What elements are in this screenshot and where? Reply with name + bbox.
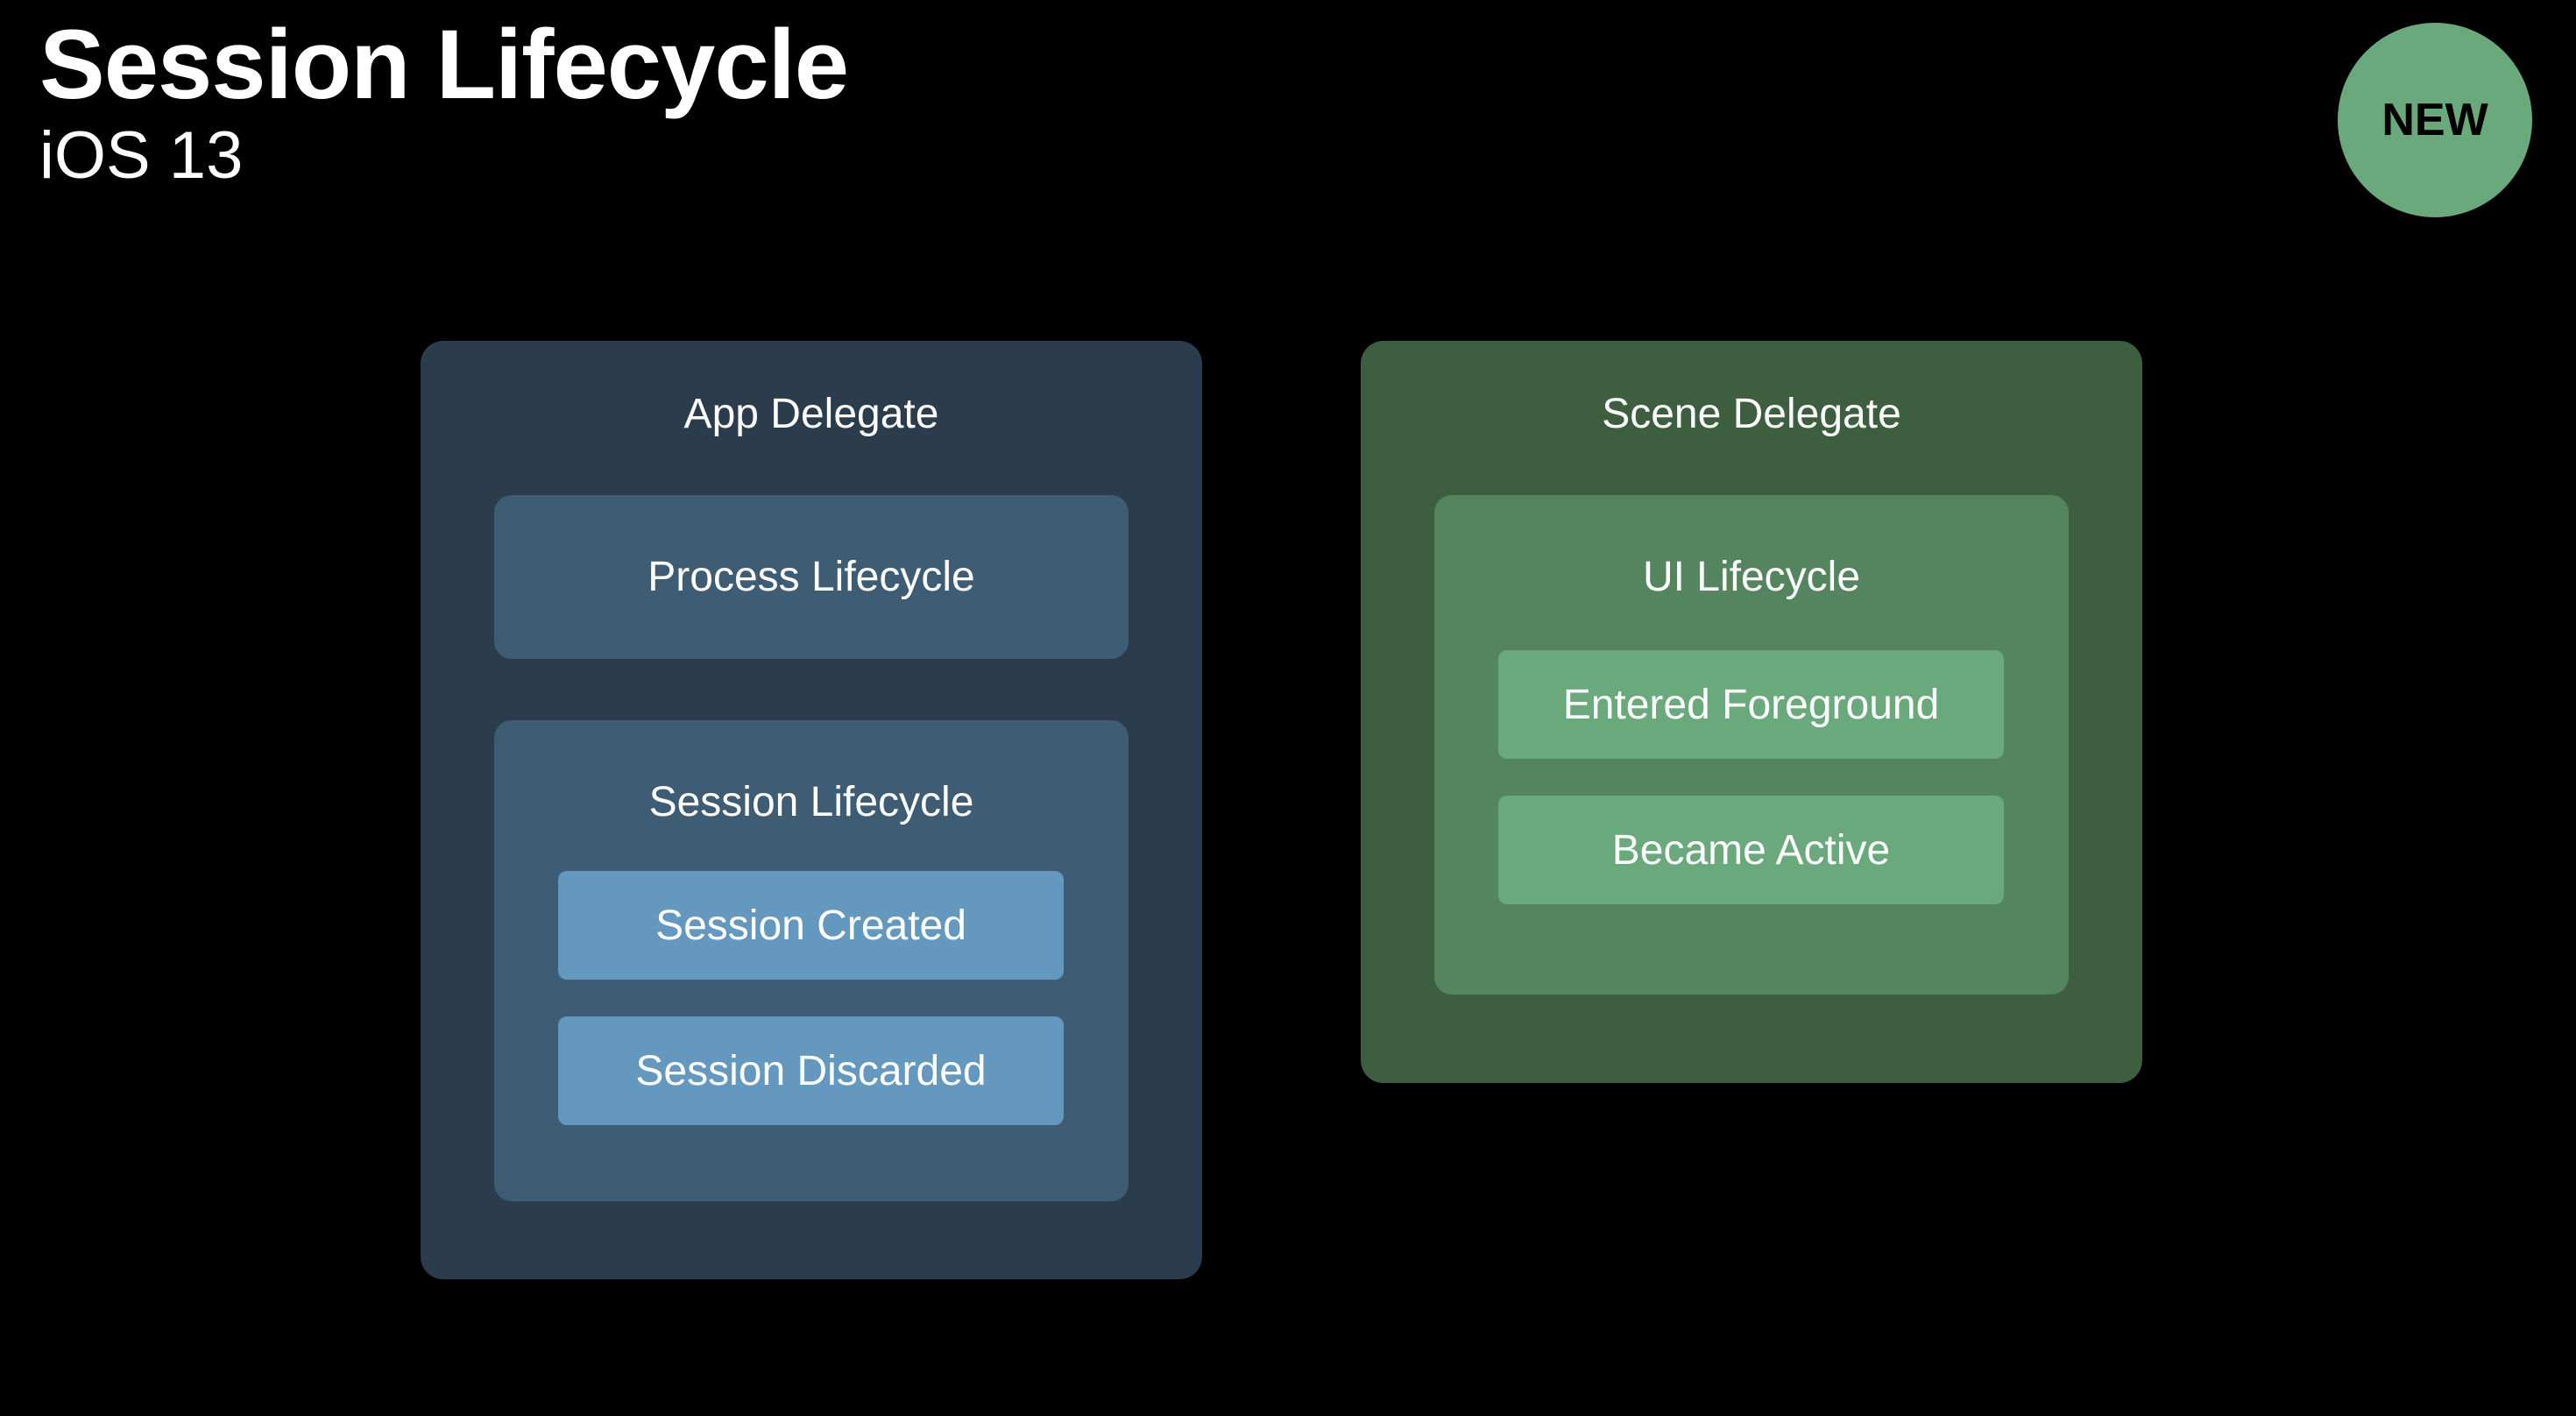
session-created-box: Session Created xyxy=(558,871,1064,980)
session-lifecycle-box: Session Lifecycle Session Created Sessio… xyxy=(494,720,1129,1201)
app-delegate-label: App Delegate xyxy=(683,391,939,437)
scene-delegate-label: Scene Delegate xyxy=(1602,391,1901,437)
process-lifecycle-box: Process Lifecycle xyxy=(494,495,1129,659)
became-active-box: Became Active xyxy=(1498,796,2004,904)
slide-subtitle: iOS 13 xyxy=(39,118,244,193)
slide-title: Session Lifecycle xyxy=(39,10,849,119)
ui-lifecycle-label: UI Lifecycle xyxy=(1642,554,1861,600)
session-lifecycle-label: Session Lifecycle xyxy=(648,779,974,825)
entered-foreground-box: Entered Foreground xyxy=(1498,650,2004,759)
new-badge: NEW xyxy=(2338,23,2532,217)
ui-lifecycle-box: UI Lifecycle Entered Foreground Became A… xyxy=(1434,495,2069,995)
scene-delegate-panel: Scene Delegate UI Lifecycle Entered Fore… xyxy=(1361,341,2142,1083)
session-discarded-box: Session Discarded xyxy=(558,1016,1064,1125)
app-delegate-panel: App Delegate Process Lifecycle Session L… xyxy=(421,341,1202,1279)
